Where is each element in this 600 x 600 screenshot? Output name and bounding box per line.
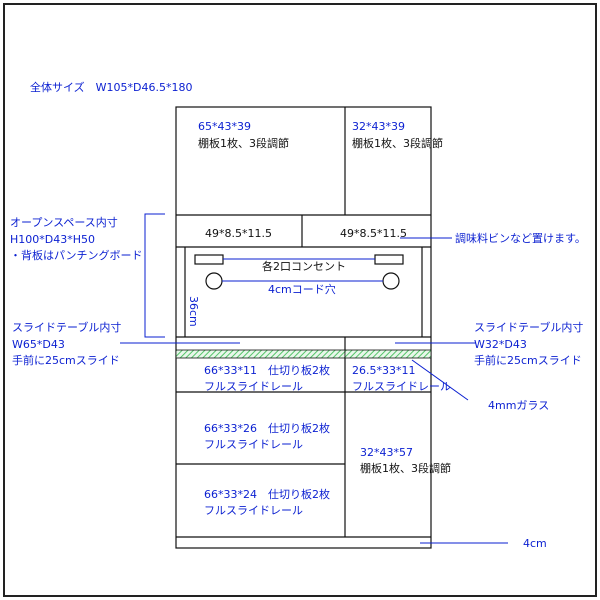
slide-table-left-title: スライドテーブル内寸	[12, 320, 121, 334]
slide-table-left-note: 手前に25cmスライド	[12, 353, 120, 367]
slide-table-right-hatch	[344, 349, 432, 359]
small-right-drawer-dims: 26.5*33*11	[352, 364, 416, 377]
overall-size-label: 全体サイズ W105*D46.5*180	[30, 80, 193, 94]
drawer-2-dims: 66*33*26 仕切り板2枚	[204, 421, 330, 435]
outlet-right	[374, 254, 404, 265]
outlet-left	[194, 254, 224, 265]
drawer-1-note: フルスライドレール	[204, 380, 303, 393]
open-space-back-note: ・背板はパンチングボード	[10, 248, 143, 262]
cord-hole-right	[382, 272, 400, 290]
open-space-title: オープンスペース内寸	[10, 215, 118, 229]
glass-label: 4mmガラス	[488, 399, 549, 412]
cord-hole-left	[205, 272, 223, 290]
small-right-drawer-note: フルスライドレール	[352, 380, 451, 393]
height-label: 36cm	[187, 296, 200, 327]
left-small-drawer-dims: 49*8.5*11.5	[205, 227, 272, 240]
drawer-3-note: フルスライドレール	[204, 504, 303, 517]
slide-table-right-dims: W32*D43	[474, 338, 527, 351]
bottom-right-cabinet-dims: 32*43*57	[360, 446, 413, 459]
slide-table-left-hatch	[175, 349, 346, 359]
drawer-1-dims: 66*33*11 仕切り板2枚	[204, 363, 330, 377]
drawer-3-dims: 66*33*24 仕切り板2枚	[204, 487, 330, 501]
right-small-drawer-dims: 49*8.5*11.5	[340, 227, 407, 240]
plinth-label: 4cm	[523, 537, 547, 550]
spice-note: 調味料ビンなど置けます。	[455, 231, 586, 245]
cabinet-outline	[175, 106, 432, 549]
leader-lines	[120, 213, 508, 544]
drawer-2-note: フルスライドレール	[204, 438, 303, 451]
cord-hole-label: 4cmコード穴	[268, 282, 336, 296]
image-border	[3, 3, 597, 597]
slide-table-right-note: 手前に25cmスライド	[474, 353, 582, 367]
top-left-cabinet-dims: 65*43*39	[198, 120, 251, 133]
slide-table-left-dims: W65*D43	[12, 338, 65, 351]
top-right-cabinet-note: 棚板1枚、3段調節	[352, 136, 443, 150]
top-right-cabinet-dims: 32*43*39	[352, 120, 405, 133]
top-left-cabinet-note: 棚板1枚、3段調節	[198, 136, 289, 150]
open-space-dims: H100*D43*H50	[10, 233, 95, 246]
bottom-right-cabinet-note: 棚板1枚、3段調節	[360, 461, 451, 475]
outlet-label: 各2口コンセント	[262, 259, 346, 273]
slide-table-right-title: スライドテーブル内寸	[474, 320, 583, 334]
